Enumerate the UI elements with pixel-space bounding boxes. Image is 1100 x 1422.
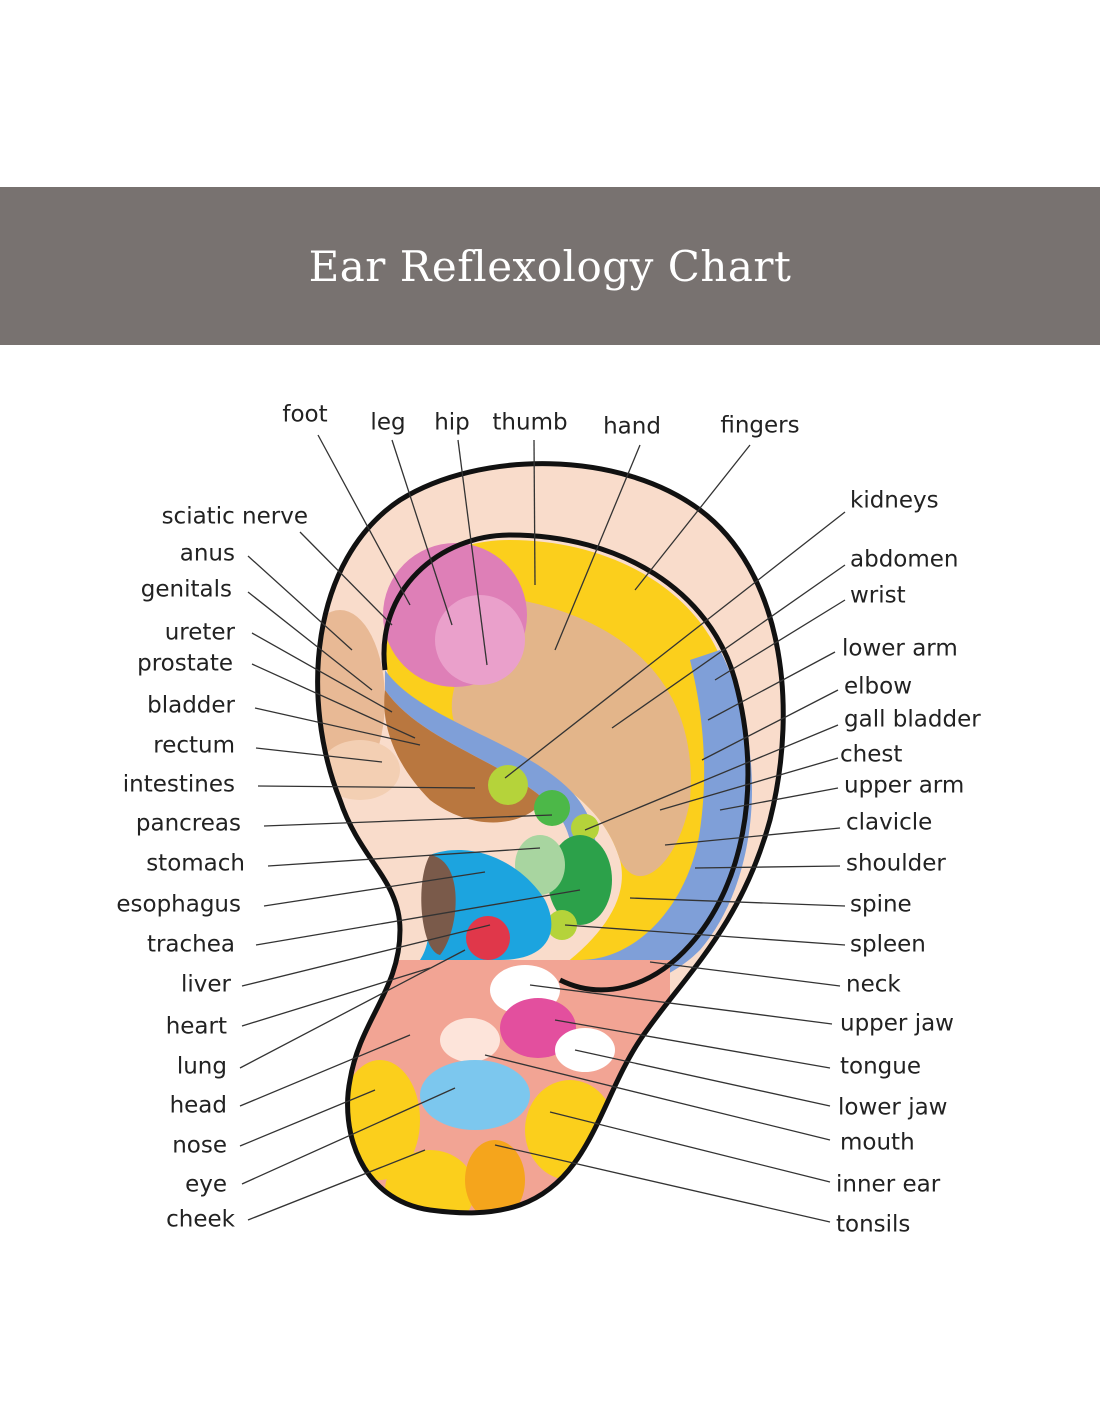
label-right-0: kidneys: [850, 487, 939, 514]
label-right-1: abdomen: [850, 546, 959, 573]
leader-line-right-4: [701, 689, 839, 761]
label-left-2: genitals: [140, 576, 232, 603]
leader-line-right-15: [574, 1049, 831, 1107]
label-right-13: upper jaw: [840, 1010, 954, 1037]
leader-line-right-1: [611, 564, 846, 729]
label-left-4: prostate: [137, 650, 233, 677]
leader-line-right-11: [564, 924, 846, 946]
leader-line-right-5: [584, 724, 839, 831]
label-right-16: mouth: [840, 1129, 915, 1156]
leader-line-left-1: [247, 555, 353, 651]
label-right-15: lower jaw: [838, 1094, 948, 1121]
leader-line-right-8: [664, 827, 841, 846]
leader-line-right-16: [484, 1054, 831, 1141]
label-right-2: wrist: [850, 582, 906, 609]
label-right-9: shoulder: [846, 850, 946, 877]
label-top-0: foot: [282, 401, 328, 428]
leader-line-left-3: [251, 632, 393, 713]
leader-line-right-2: [714, 599, 846, 681]
label-right-11: spleen: [850, 931, 926, 958]
leader-line-left-2: [247, 591, 373, 691]
label-left-11: trachea: [146, 931, 235, 958]
label-top-2: hip: [434, 409, 470, 436]
leader-line-right-0: [504, 511, 846, 779]
leader-line-left-11: [255, 889, 581, 946]
leader-line-top-2: [457, 439, 488, 666]
eye-zone: [420, 1060, 530, 1130]
leader-line-right-17: [549, 1111, 831, 1183]
leader-line-top-1: [391, 439, 453, 626]
leader-line-top-4: [554, 444, 641, 651]
label-left-5: bladder: [147, 692, 235, 719]
leader-line-right-7: [719, 787, 839, 811]
label-left-12: liver: [181, 971, 231, 998]
leader-line-top-0: [317, 434, 411, 606]
helix-blue-band: [560, 650, 753, 992]
leader-line-left-10: [263, 871, 486, 907]
label-top-4: hand: [603, 413, 661, 440]
leader-line-right-13: [529, 984, 833, 1025]
label-left-7: intestines: [122, 771, 235, 798]
leader-line-left-5: [254, 707, 421, 746]
label-right-8: clavicle: [846, 809, 933, 836]
leader-line-right-3: [707, 651, 836, 721]
leader-line-left-13: [241, 967, 431, 1027]
leader-line-left-14: [239, 949, 466, 1069]
leader-line-right-6: [659, 757, 839, 811]
intestines-dot: [488, 765, 528, 805]
leader-line-top-5: [634, 444, 751, 591]
label-left-0: sciatic nerve: [161, 503, 308, 530]
label-top-1: leg: [370, 409, 406, 436]
leader-line-left-12: [241, 924, 491, 987]
antihelix-outline: [381, 532, 751, 993]
label-right-10: spine: [850, 891, 912, 918]
label-left-18: cheek: [166, 1206, 235, 1233]
leader-line-left-16: [239, 1089, 376, 1147]
leader-line-left-17: [241, 1087, 456, 1185]
label-left-8: pancreas: [135, 810, 241, 837]
label-left-16: nose: [172, 1132, 227, 1159]
leader-line-left-8: [263, 814, 553, 827]
page-title: Ear Reflexology Chart: [308, 241, 792, 291]
leader-line-right-18: [494, 1144, 831, 1223]
label-top-5: fingers: [720, 412, 800, 439]
label-top-3: thumb: [492, 409, 568, 436]
leader-line-left-18: [247, 1149, 426, 1221]
label-left-15: head: [169, 1092, 227, 1119]
leader-line-right-14: [554, 1019, 831, 1069]
leader-line-left-4: [251, 663, 416, 739]
label-left-9: stomach: [146, 850, 245, 877]
leader-line-left-0: [299, 531, 393, 626]
label-left-3: ureter: [164, 619, 235, 646]
label-right-12: neck: [846, 971, 901, 998]
label-left-17: eye: [185, 1171, 227, 1198]
label-left-1: anus: [179, 540, 235, 567]
label-right-17: inner ear: [836, 1171, 941, 1198]
leader-line-left-7: [257, 785, 476, 789]
leader-lines: [239, 434, 846, 1223]
leader-line-left-15: [239, 1034, 411, 1107]
leader-line-top-3: [533, 439, 536, 586]
label-right-3: lower arm: [842, 635, 958, 662]
label-left-13: heart: [165, 1013, 227, 1040]
label-left-6: rectum: [153, 732, 235, 759]
leader-line-left-6: [255, 747, 383, 763]
leader-line-right-9: [694, 865, 841, 869]
label-right-6: chest: [840, 741, 903, 768]
leader-line-left-9: [267, 847, 541, 867]
leader-line-right-10: [629, 897, 846, 907]
label-right-7: upper arm: [844, 772, 965, 799]
label-right-5: gall bladder: [844, 706, 981, 733]
leader-line-right-12: [649, 961, 841, 987]
label-left-10: esophagus: [116, 891, 241, 918]
heart-zone: [466, 916, 510, 960]
title-banner: Ear Reflexology Chart: [0, 187, 1100, 345]
label-right-14: tongue: [840, 1053, 921, 1080]
label-right-4: elbow: [844, 673, 913, 700]
label-left-14: lung: [176, 1053, 227, 1080]
label-right-18: tonsils: [836, 1211, 911, 1238]
